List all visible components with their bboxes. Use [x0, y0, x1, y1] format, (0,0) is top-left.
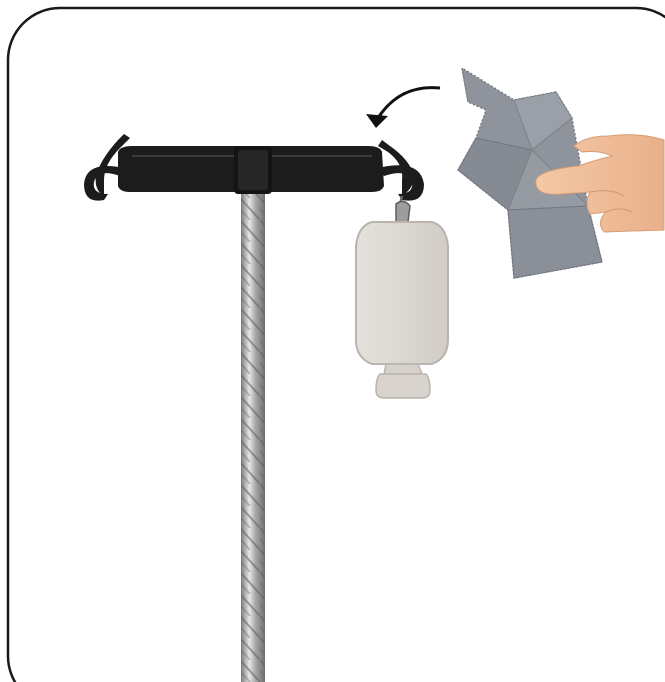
iv-pole-icon [241, 190, 265, 682]
